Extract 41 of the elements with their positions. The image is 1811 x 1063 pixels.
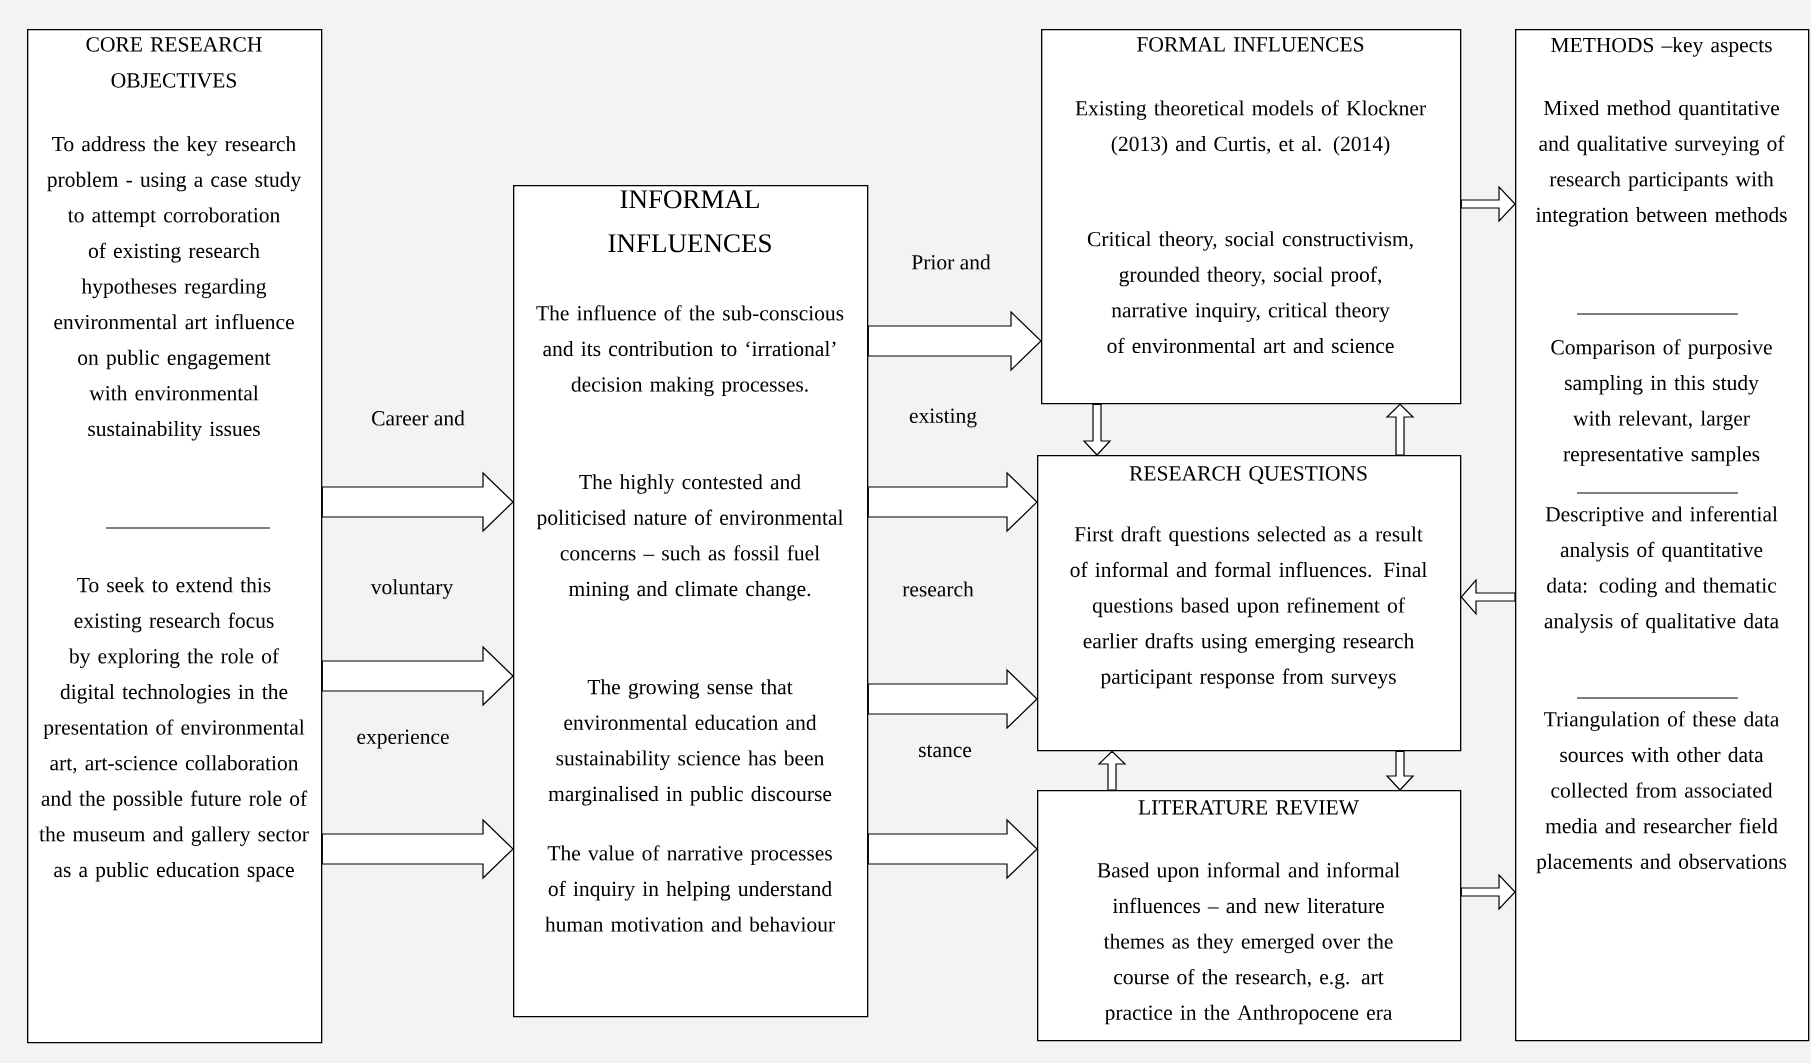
side-label: voluntary: [370, 579, 454, 599]
side-label: Career and: [372, 410, 465, 426]
panel-heading: INFORMAL INFLUENCES: [608, 190, 771, 253]
side-label: Prior and: [911, 254, 991, 270]
block-arrow: [321, 471, 514, 533]
block-arrow: [1460, 185, 1516, 223]
panel-text: The value of narrative processes of inquiry in helping understand human motivation and behaviour: [545, 845, 835, 932]
block-arrow: [867, 471, 1038, 533]
panel-heading: FORMAL INFLUENCES: [1137, 37, 1364, 52]
block-arrow: [1097, 750, 1127, 791]
block-arrow: [867, 310, 1042, 372]
panel-heading: RESEARCH QUESTIONS: [1129, 466, 1367, 484]
panel-text: Mixed method quantitative and qualitative surveying of research participants with integration between methods: [1536, 100, 1787, 227]
side-label: stance: [919, 744, 972, 758]
block-arrow: [321, 645, 514, 707]
panel-text: Existing theoretical models of Klockner (2013) and Curtis, et al. (2014): [1075, 100, 1426, 156]
panel-text: The highly contested and politicised nature of environmental concerns – such as fossil fuel mining and climate change.: [536, 474, 844, 601]
block-arrow: [321, 818, 514, 880]
panel-text: First draft questions selected as a result of informal and formal influences. Final questions based upon refinement of earlier drafts using emerging research participant response from surveys: [1070, 526, 1427, 689]
panel-text: Comparison of purposive sampling in this study with relevant, larger representative samples: [1551, 339, 1772, 466]
block-arrow: [867, 668, 1038, 730]
block-arrow: [1385, 750, 1415, 791]
side-label: research: [902, 581, 974, 597]
panel-text: Based upon informal and informal influences – and new literature themes as they emerged over the course of the research, e.g. art practice in the Anthropocene era: [1097, 862, 1400, 1025]
side-label: existing: [909, 408, 977, 428]
panel-text: To seek to extend this existing research focus by exploring the role of digital technologies in the presentation of environmental art, art-science collaboration and the possible future role of the museum and gallery sector as a public education space: [39, 577, 309, 882]
panel-text: The growing sense that environmental education and sustainability science has been marginalised in public discourse: [548, 679, 832, 806]
panel-text: Critical theory, social constructivism, grounded theory, social proof, narrative inquiry, critical theory of environmental art and science: [1087, 231, 1413, 354]
panel-heading: CORE RESEARCH OBJECTIVES: [86, 37, 262, 88]
panel-text: Descriptive and inferential analysis of quantitative data: coding and thematic analysis of qualitative data: [1544, 506, 1779, 633]
block-arrow: [867, 818, 1038, 880]
side-label: experience: [357, 729, 449, 749]
panel-text: The influence of the sub-conscious and its contribution to ‘irrational’ decision making processes.: [536, 305, 844, 397]
panel-text: To address the key research problem - using a case study to attempt corroboration of existing research hypotheses regarding environmental art influence on public engagement with environmental sustainability issues: [47, 136, 302, 441]
panel-heading: LITERATURE REVIEW: [1138, 800, 1359, 815]
block-arrow: [1460, 873, 1516, 911]
block-arrow: [1082, 403, 1112, 456]
block-arrow: [1460, 578, 1516, 616]
panel-heading: METHODS –key aspects: [1551, 37, 1772, 57]
panel-text: Triangulation of these data sources with other data collected from associated media and researcher field placements and observations: [1536, 711, 1787, 874]
block-arrow: [1385, 403, 1415, 456]
